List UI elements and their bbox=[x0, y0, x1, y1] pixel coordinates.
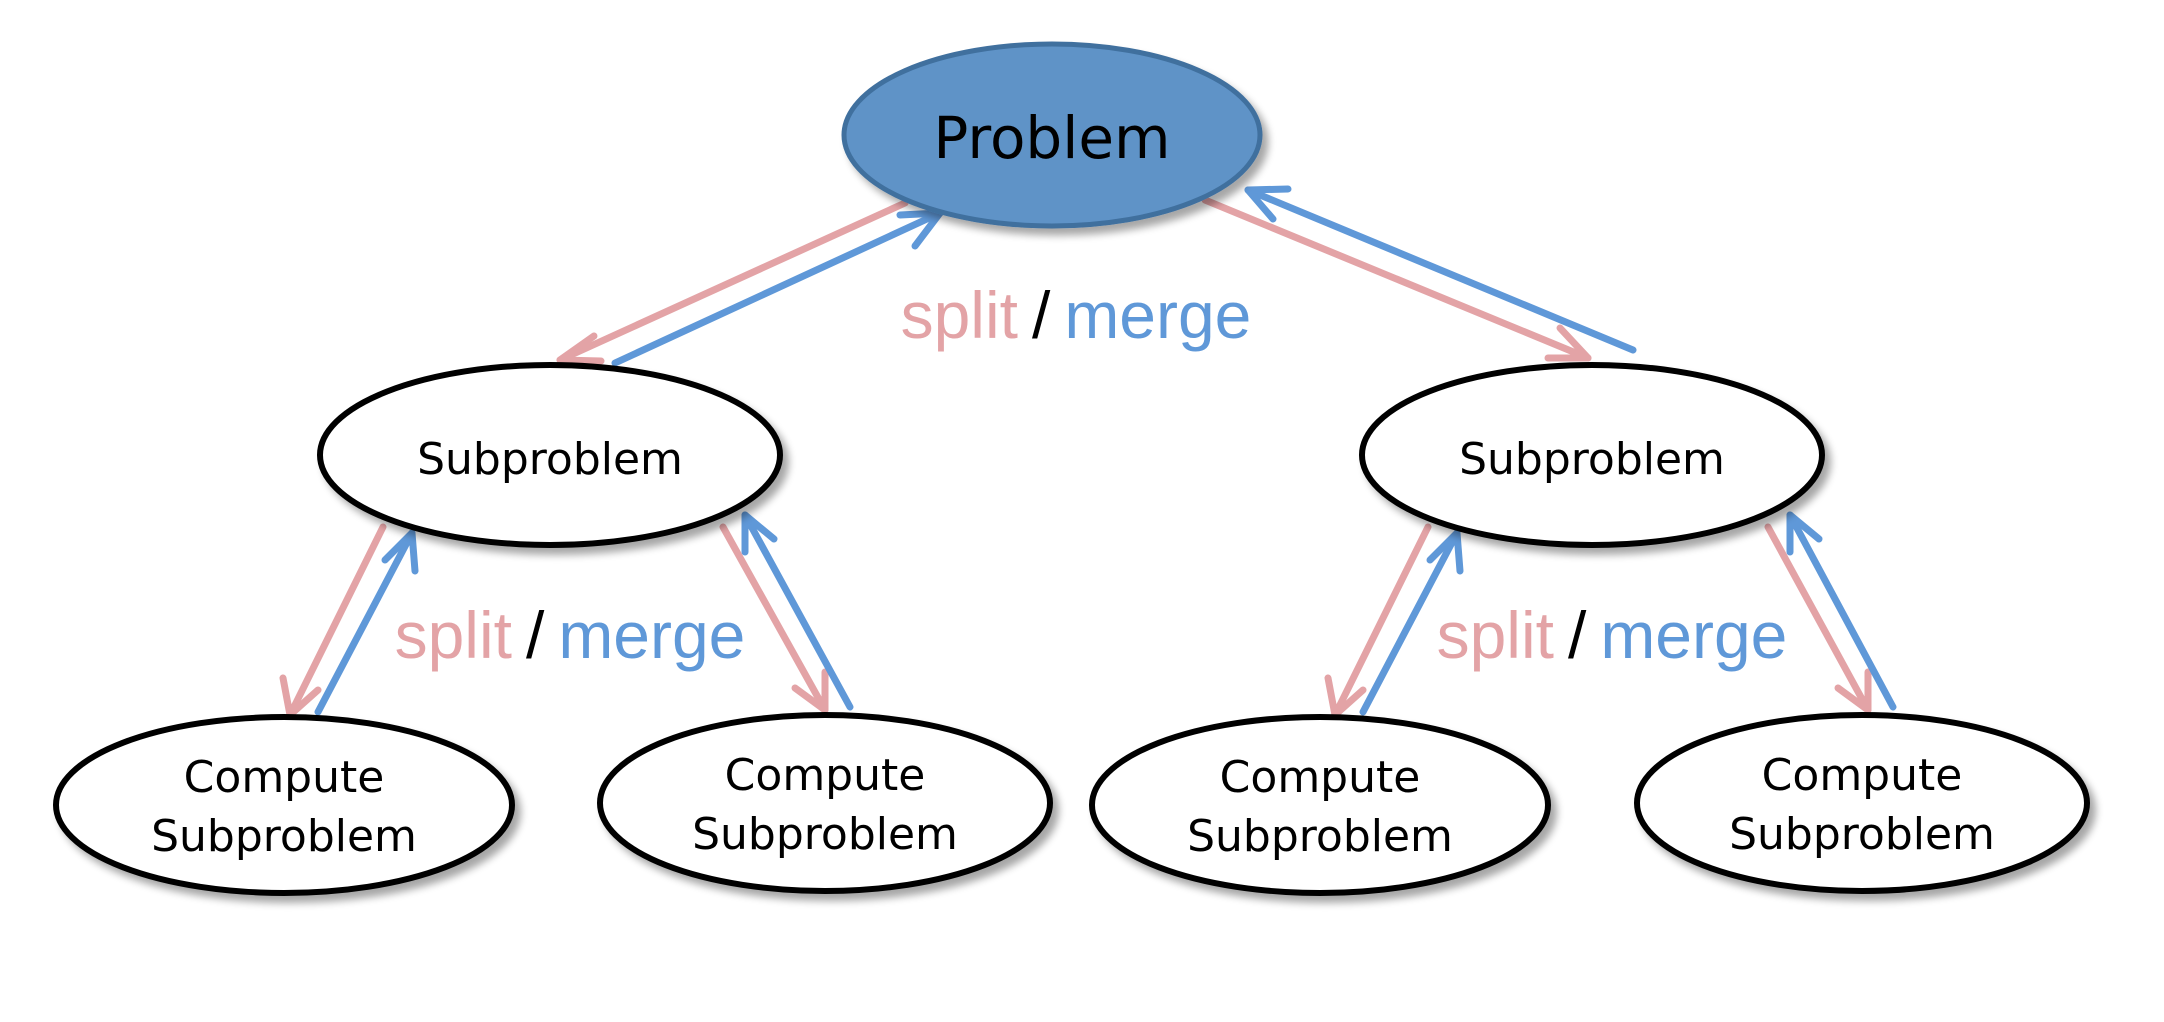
slash-label: / bbox=[1568, 598, 1587, 672]
slash-label: / bbox=[526, 598, 545, 672]
node-compute-subproblem-4: Compute Subproblem bbox=[1634, 712, 2090, 894]
compute-subproblem-1-line1: Compute bbox=[184, 752, 385, 803]
merge-arrow-left-subproblem-to-root bbox=[611, 209, 944, 367]
compute-subproblem-1-ellipse bbox=[53, 714, 515, 896]
split-label: split bbox=[395, 598, 512, 672]
slash-label: / bbox=[1032, 278, 1051, 352]
node-compute-subproblem-2: Compute Subproblem bbox=[597, 712, 1053, 894]
merge-arrow-leaf-2-to-left-subproblem bbox=[741, 511, 854, 711]
node-subproblem-right: Subproblem bbox=[1359, 362, 1825, 548]
compute-subproblem-4-ellipse bbox=[1634, 712, 2090, 894]
split-arrow-root-to-left-subproblem bbox=[556, 199, 909, 365]
compute-subproblem-3-line1: Compute bbox=[1220, 752, 1421, 803]
edge-label-left: split/merge bbox=[395, 598, 746, 672]
edge-label-right: split/merge bbox=[1437, 598, 1788, 672]
problem-ellipse bbox=[841, 41, 1263, 229]
node-problem: Problem bbox=[841, 41, 1263, 229]
subproblem-left-label: Subproblem bbox=[417, 434, 683, 485]
compute-subproblem-1-line2: Subproblem bbox=[151, 811, 417, 862]
split-label: split bbox=[1437, 598, 1554, 672]
split-arrow-right-subproblem-to-leaf-4 bbox=[1764, 523, 1872, 714]
compute-subproblem-2-line2: Subproblem bbox=[692, 809, 958, 860]
compute-subproblem-4-line2: Subproblem bbox=[1729, 809, 1995, 860]
compute-subproblem-3-line2: Subproblem bbox=[1187, 811, 1453, 862]
merge-arrow-leaf-1-to-left-subproblem bbox=[314, 529, 419, 716]
subproblem-left-ellipse bbox=[317, 362, 783, 548]
merge-arrow-right-subproblem-to-root bbox=[1244, 185, 1637, 354]
node-compute-subproblem-1: Compute Subproblem bbox=[53, 714, 515, 896]
split-label: split bbox=[901, 278, 1018, 352]
edge-label-top: split/merge bbox=[901, 278, 1252, 352]
merge-arrow-leaf-3-to-right-subproblem bbox=[1359, 529, 1464, 716]
merge-label: merge bbox=[1064, 278, 1251, 352]
node-compute-subproblem-3: Compute Subproblem bbox=[1089, 714, 1551, 896]
node-subproblem-left: Subproblem bbox=[317, 362, 783, 548]
split-arrow-root-to-right-subproblem bbox=[1201, 196, 1592, 362]
split-arrow-left-subproblem-to-leaf-2 bbox=[719, 523, 829, 714]
problem-label: Problem bbox=[933, 104, 1170, 172]
merge-label: merge bbox=[558, 598, 745, 672]
compute-subproblem-2-ellipse bbox=[597, 712, 1053, 894]
subproblem-right-ellipse bbox=[1359, 362, 1825, 548]
merge-label: merge bbox=[1600, 598, 1787, 672]
compute-subproblem-4-line1: Compute bbox=[1762, 750, 1963, 801]
compute-subproblem-2-line1: Compute bbox=[725, 750, 926, 801]
compute-subproblem-3-ellipse bbox=[1089, 714, 1551, 896]
merge-arrow-leaf-4-to-right-subproblem bbox=[1786, 511, 1897, 711]
subproblem-right-label: Subproblem bbox=[1459, 434, 1725, 485]
arrows-layer bbox=[279, 185, 1897, 719]
